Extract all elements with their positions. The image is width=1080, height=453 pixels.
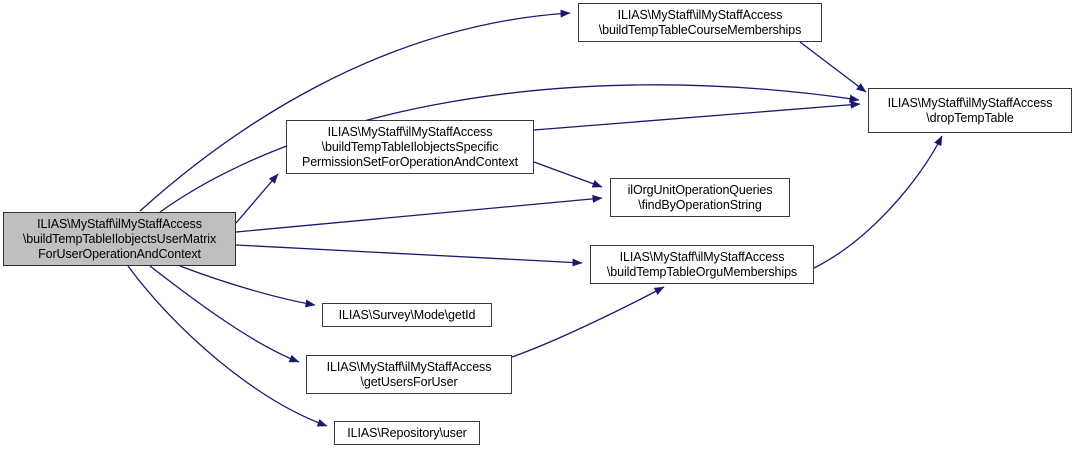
graph-node-get-users-for-user[interactable]: ILIAS\MyStaff\ilMyStaffAccess\getUsersFo… bbox=[306, 355, 512, 394]
graph-node-course-memberships[interactable]: ILIAS\MyStaff\ilMyStaffAccess\buildTempT… bbox=[578, 3, 822, 42]
call-edge bbox=[799, 41, 867, 93]
call-edge bbox=[533, 100, 861, 131]
graph-node-repository-user[interactable]: ILIAS\Repository\user bbox=[334, 421, 480, 445]
graph-node-label: ILIAS\Repository\user bbox=[347, 425, 467, 440]
graph-node-label: \buildTempTableOrguMemberships bbox=[606, 264, 798, 279]
graph-node-label: ILIAS\MyStaff\ilMyStaffAccess bbox=[37, 216, 202, 231]
graph-node-label: ilOrgUnitOperationQueries bbox=[627, 182, 773, 197]
call-edge bbox=[235, 194, 603, 233]
call-edge bbox=[511, 286, 665, 358]
graph-node-label: ILIAS\MyStaff\ilMyStaffAccess bbox=[327, 124, 493, 139]
graph-node-drop-temp-table[interactable]: ILIAS\MyStaff\ilMyStaffAccess\dropTempTa… bbox=[868, 88, 1072, 133]
graph-node-label: \getUsersForUser bbox=[360, 374, 458, 389]
graph-node-orgu-memberships[interactable]: ILIAS\MyStaff\ilMyStaffAccess\buildTempT… bbox=[590, 245, 814, 284]
call-edge bbox=[235, 244, 583, 267]
call-edge bbox=[235, 173, 279, 224]
graph-node-label: \buildTempTableCourseMemberships bbox=[598, 22, 802, 37]
graph-node-label: ForUserOperationAndContext bbox=[38, 246, 201, 261]
graph-node-label: ILIAS\Survey\Mode\getId bbox=[338, 307, 476, 322]
call-edge bbox=[139, 9, 571, 212]
graph-node-label: \buildTempTableIlobjectsSpecific bbox=[321, 139, 499, 154]
graph-node-survey-mode-getid[interactable]: ILIAS\Survey\Mode\getId bbox=[322, 303, 492, 327]
graph-node-label: ILIAS\MyStaff\ilMyStaffAccess bbox=[617, 7, 783, 22]
graph-node-label: \dropTempTable bbox=[926, 110, 1014, 125]
call-edge bbox=[179, 265, 316, 308]
graph-node-label: \buildTempTableIlobjectsUserMatrix bbox=[22, 231, 217, 246]
graph-node-current[interactable]: ILIAS\MyStaff\ilMyStaffAccess\buildTempT… bbox=[3, 212, 236, 266]
graph-node-label: PermissionSetForOperationAndContext bbox=[301, 154, 519, 169]
call-edge bbox=[127, 265, 328, 427]
graph-node-label: ILIAS\MyStaff\ilMyStaffAccess bbox=[619, 249, 785, 264]
graph-node-permission-set[interactable]: ILIAS\MyStaff\ilMyStaffAccess\buildTempT… bbox=[286, 120, 534, 174]
call-edge bbox=[533, 161, 603, 188]
call-edge bbox=[159, 84, 860, 213]
graph-node-label: \findByOperationString bbox=[638, 197, 762, 212]
graph-node-label: ILIAS\MyStaff\ilMyStaffAccess bbox=[326, 359, 492, 374]
graph-node-find-by-operation-string[interactable]: ilOrgUnitOperationQueries\findByOperatio… bbox=[610, 178, 790, 217]
edge-group bbox=[127, 9, 943, 427]
call-edge bbox=[813, 135, 943, 269]
graph-node-label: ILIAS\MyStaff\ilMyStaffAccess bbox=[887, 95, 1053, 110]
call-edge bbox=[149, 265, 300, 363]
